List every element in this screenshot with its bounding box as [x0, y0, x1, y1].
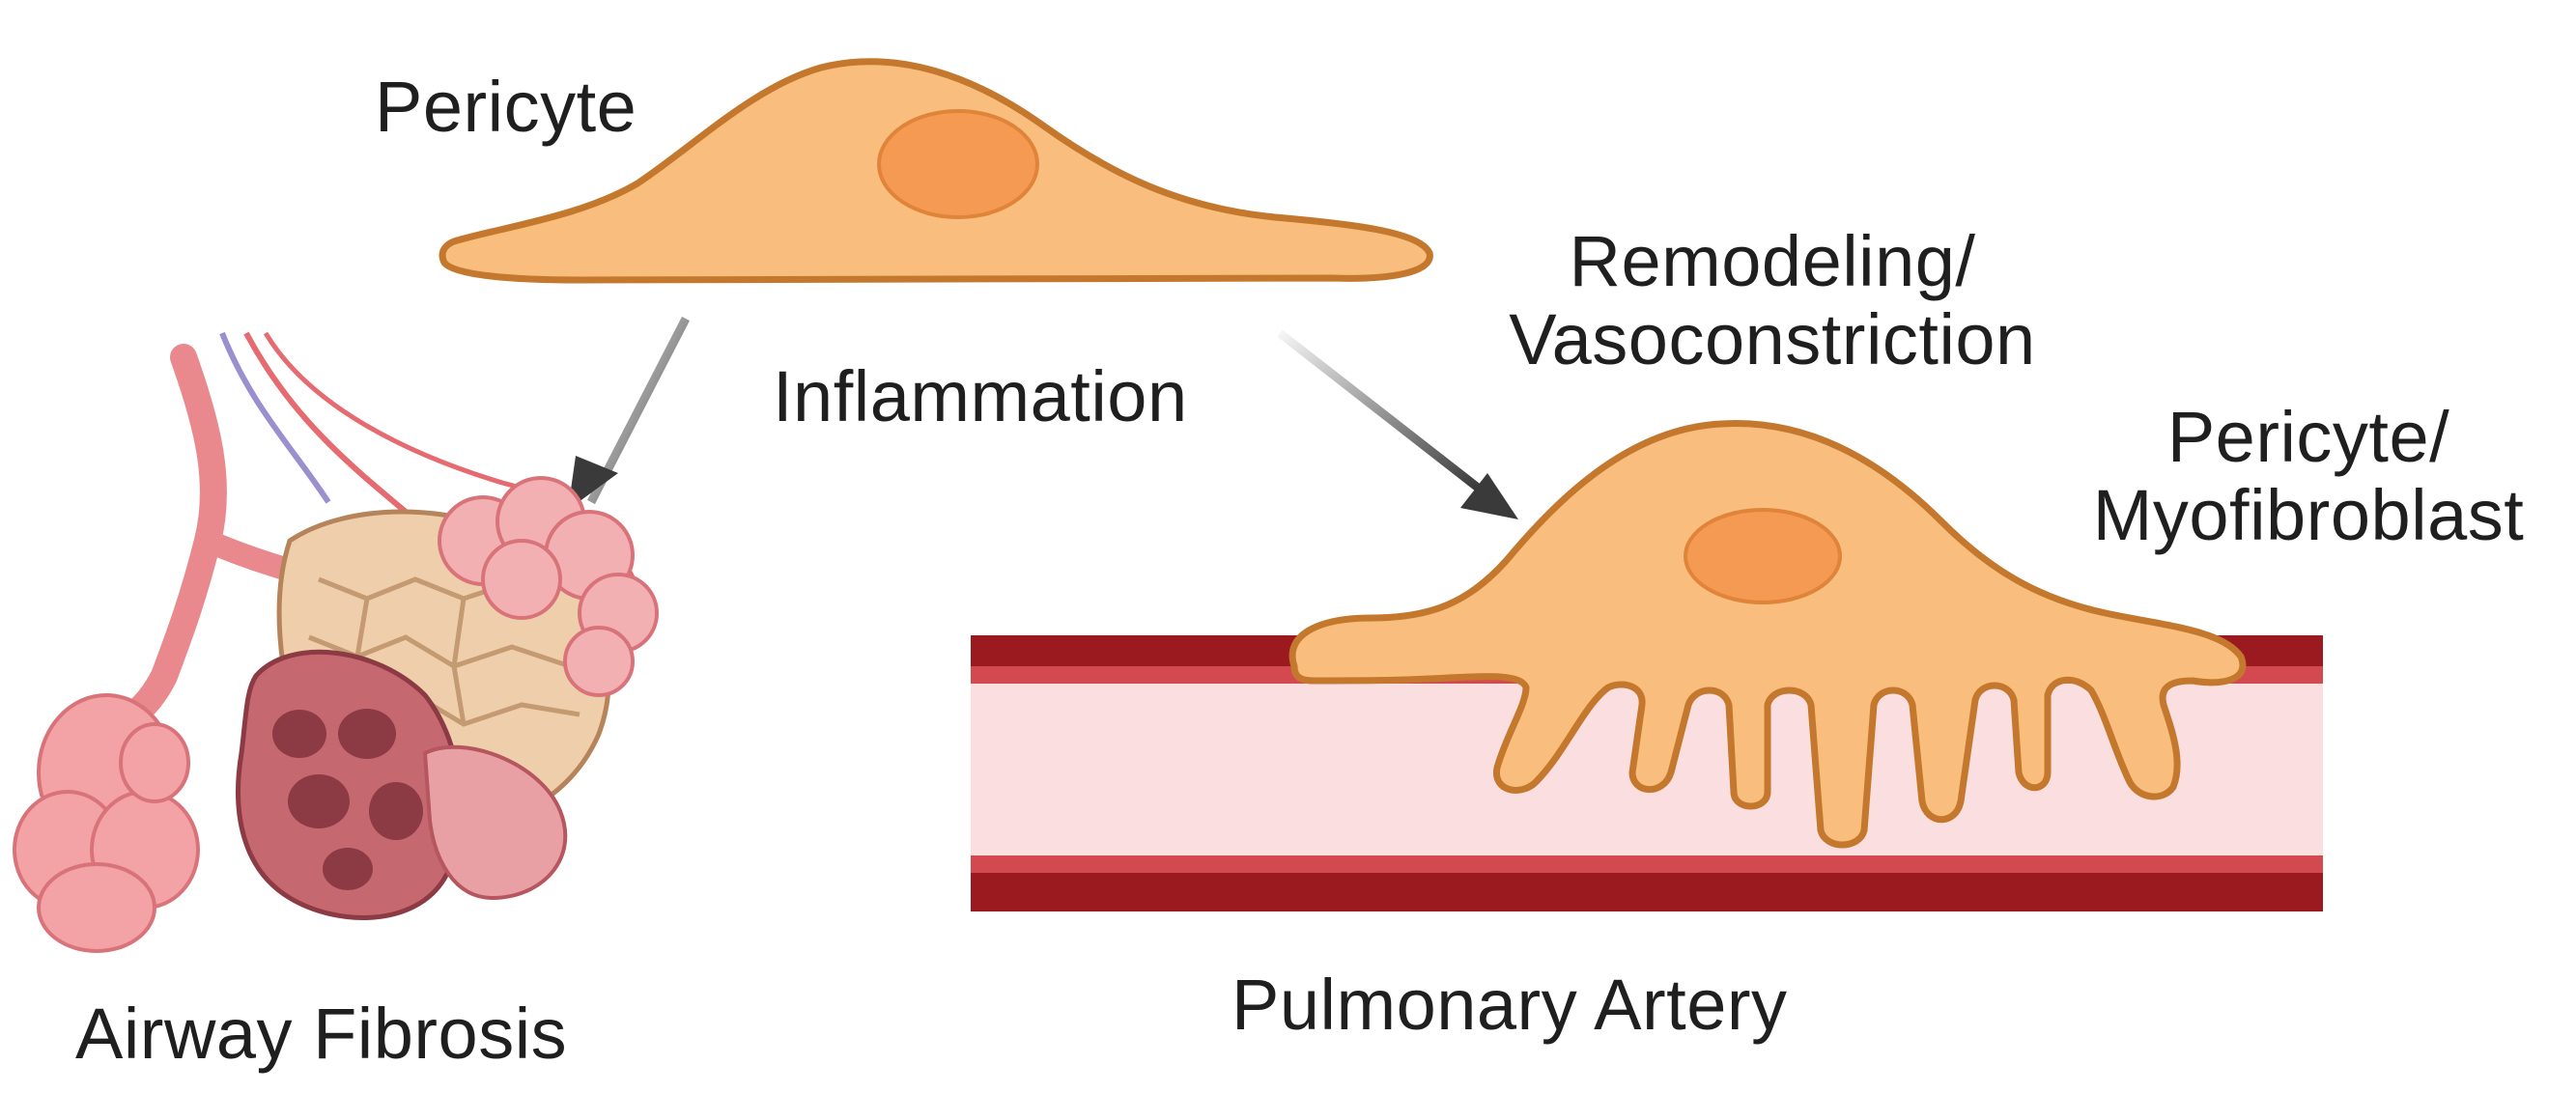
label-myofibroblast-line1: Pericyte/ — [2166, 397, 2450, 477]
myofibroblast-cell-icon — [1288, 420, 2247, 849]
label-pericyte-myofibroblast: Pericyte/ Myofibroblast — [2057, 398, 2560, 555]
label-pulmonary-artery: Pulmonary Artery — [1231, 965, 1788, 1045]
label-remodeling-line1: Remodeling/ — [1569, 221, 1976, 301]
airway-fibrosis-illustration — [13, 331, 659, 953]
arrow-to-artery-icon — [1277, 329, 1518, 519]
nucleus-icon — [1684, 508, 1842, 604]
label-airway-fibrosis: Airway Fibrosis — [75, 994, 568, 1074]
label-myofibroblast-line2: Myofibroblast — [2092, 475, 2525, 556]
pericyte-cell-icon — [439, 58, 1433, 284]
arrow-to-airway-icon — [568, 316, 690, 510]
label-remodeling-line2: Vasoconstriction — [1509, 299, 2036, 380]
label-remodeling: Remodeling/ Vasoconstriction — [1483, 222, 2062, 379]
nucleus-icon — [877, 109, 1039, 219]
label-inflammation: Inflammation — [773, 356, 1188, 436]
label-pericyte: Pericyte — [375, 67, 637, 147]
